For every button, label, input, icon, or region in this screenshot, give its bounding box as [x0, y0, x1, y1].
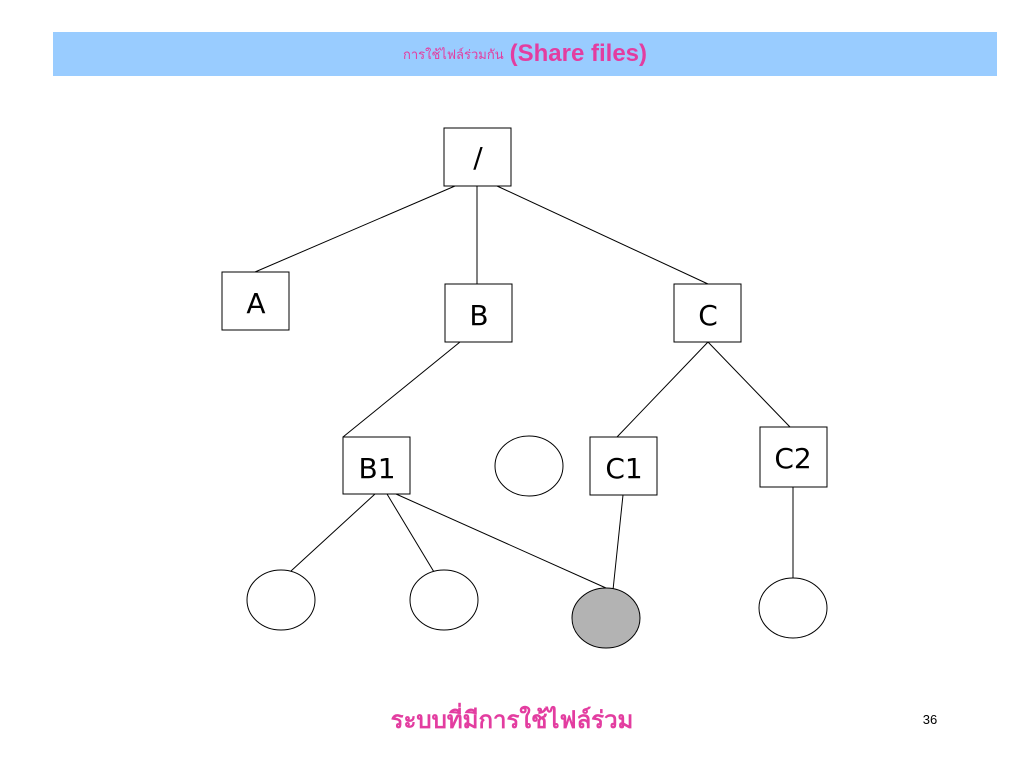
node-c2: C2 [759, 426, 828, 488]
node-c2-label: C2 [774, 442, 811, 475]
node-b-label: B [469, 299, 488, 332]
node-root-box [443, 127, 512, 187]
node-c-box [673, 283, 742, 343]
node-c1-label: C1 [605, 452, 642, 485]
edge-root-a [254, 185, 456, 273]
node-c1-box [589, 436, 658, 496]
page-number: 36 [922, 712, 938, 727]
edge-b1-file2 [386, 493, 435, 573]
node-b-box [444, 283, 513, 343]
edge-b1-file1 [290, 493, 376, 572]
edge-c-c1 [616, 341, 709, 438]
node-c2-box [759, 426, 828, 488]
file-node-shared [571, 587, 641, 649]
slide-caption: ระบบที่มีการใช้ไฟล์ร่วม [390, 706, 634, 734]
node-b1-label: B1 [358, 452, 395, 485]
node-a-label: A [246, 287, 265, 320]
edge-c1-shared-file [612, 494, 624, 591]
node-c: C [673, 283, 742, 343]
node-root-label: / [473, 141, 483, 174]
tree-edges [254, 185, 794, 591]
node-root: / [443, 127, 512, 187]
node-b1: B1 [342, 436, 411, 495]
file-node-b1-1 [246, 569, 316, 631]
file-node-unlinked [494, 435, 564, 497]
edge-root-c [496, 185, 709, 285]
node-b: B [444, 283, 513, 343]
edge-b-b1 [342, 341, 461, 438]
node-b1-box [342, 436, 411, 495]
file-node-c2 [758, 577, 828, 639]
file-node-b1-2 [409, 569, 479, 631]
node-c-label: C [698, 299, 718, 332]
title-english: (Share files) [509, 40, 648, 67]
node-a: A [221, 271, 290, 331]
edge-b1-shared-file [395, 493, 607, 589]
edge-c-c2 [707, 341, 791, 428]
title-bar: การใช้ไฟล์ร่วมกัน (Share files) [53, 32, 997, 76]
title-thai: การใช้ไฟล์ร่วมกัน [402, 47, 504, 63]
node-a-box [221, 271, 290, 331]
node-c1: C1 [589, 436, 658, 496]
